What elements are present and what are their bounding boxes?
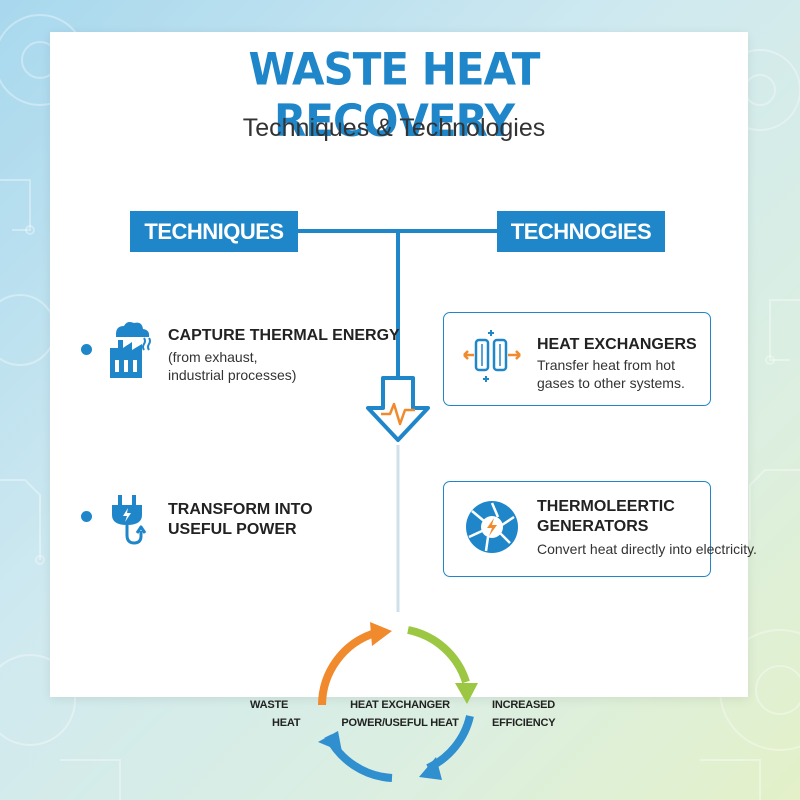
technology-desc-line: Transfer heat from hot — [537, 357, 675, 373]
cycle-label-center: POWER/USEFUL HEAT — [341, 717, 459, 729]
technique-title: USEFUL POWER — [168, 521, 297, 538]
power-plug-icon — [112, 495, 147, 545]
title-panel — [163, 32, 625, 150]
techniques-header: TECHNIQUES — [130, 211, 298, 252]
cycle-label-left: WASTE — [250, 699, 289, 711]
cycle-label-left: HEAT — [272, 717, 301, 729]
page-title: WASTE HEAT RECOVERY — [248, 43, 541, 147]
technology-title: HEAT EXCHANGERS — [537, 336, 697, 353]
technique-desc-line: (from exhaust, — [168, 349, 258, 365]
cycle-label-center: HEAT EXCHANGER — [350, 699, 450, 711]
cycle-label-right: INCREASED — [492, 699, 555, 711]
page-subtitle: Techniques & Technologies — [242, 114, 546, 142]
cycle-label-right: EFFICIENCY — [492, 717, 556, 729]
bullet-dot — [81, 511, 92, 522]
heat-exchanger-icon — [463, 330, 521, 382]
technology-title: GENERATORS — [537, 518, 649, 535]
bullet-dot — [81, 344, 92, 355]
technology-desc: Convert heat directly into electricity. — [537, 541, 757, 557]
thermoelectric-icon — [466, 501, 518, 553]
technique-desc-line: industrial processes) — [168, 367, 297, 383]
technologies-header: TECHNOGIES — [497, 211, 665, 252]
technique-title: TRANSFORM INTO — [168, 501, 313, 518]
technology-desc-line: gases to other systems. — [537, 375, 685, 391]
technique-title: CAPTURE THERMAL ENERGY — [168, 327, 400, 344]
technology-title: THERMOLEERTIC — [537, 498, 675, 515]
factory-icon — [110, 322, 151, 378]
